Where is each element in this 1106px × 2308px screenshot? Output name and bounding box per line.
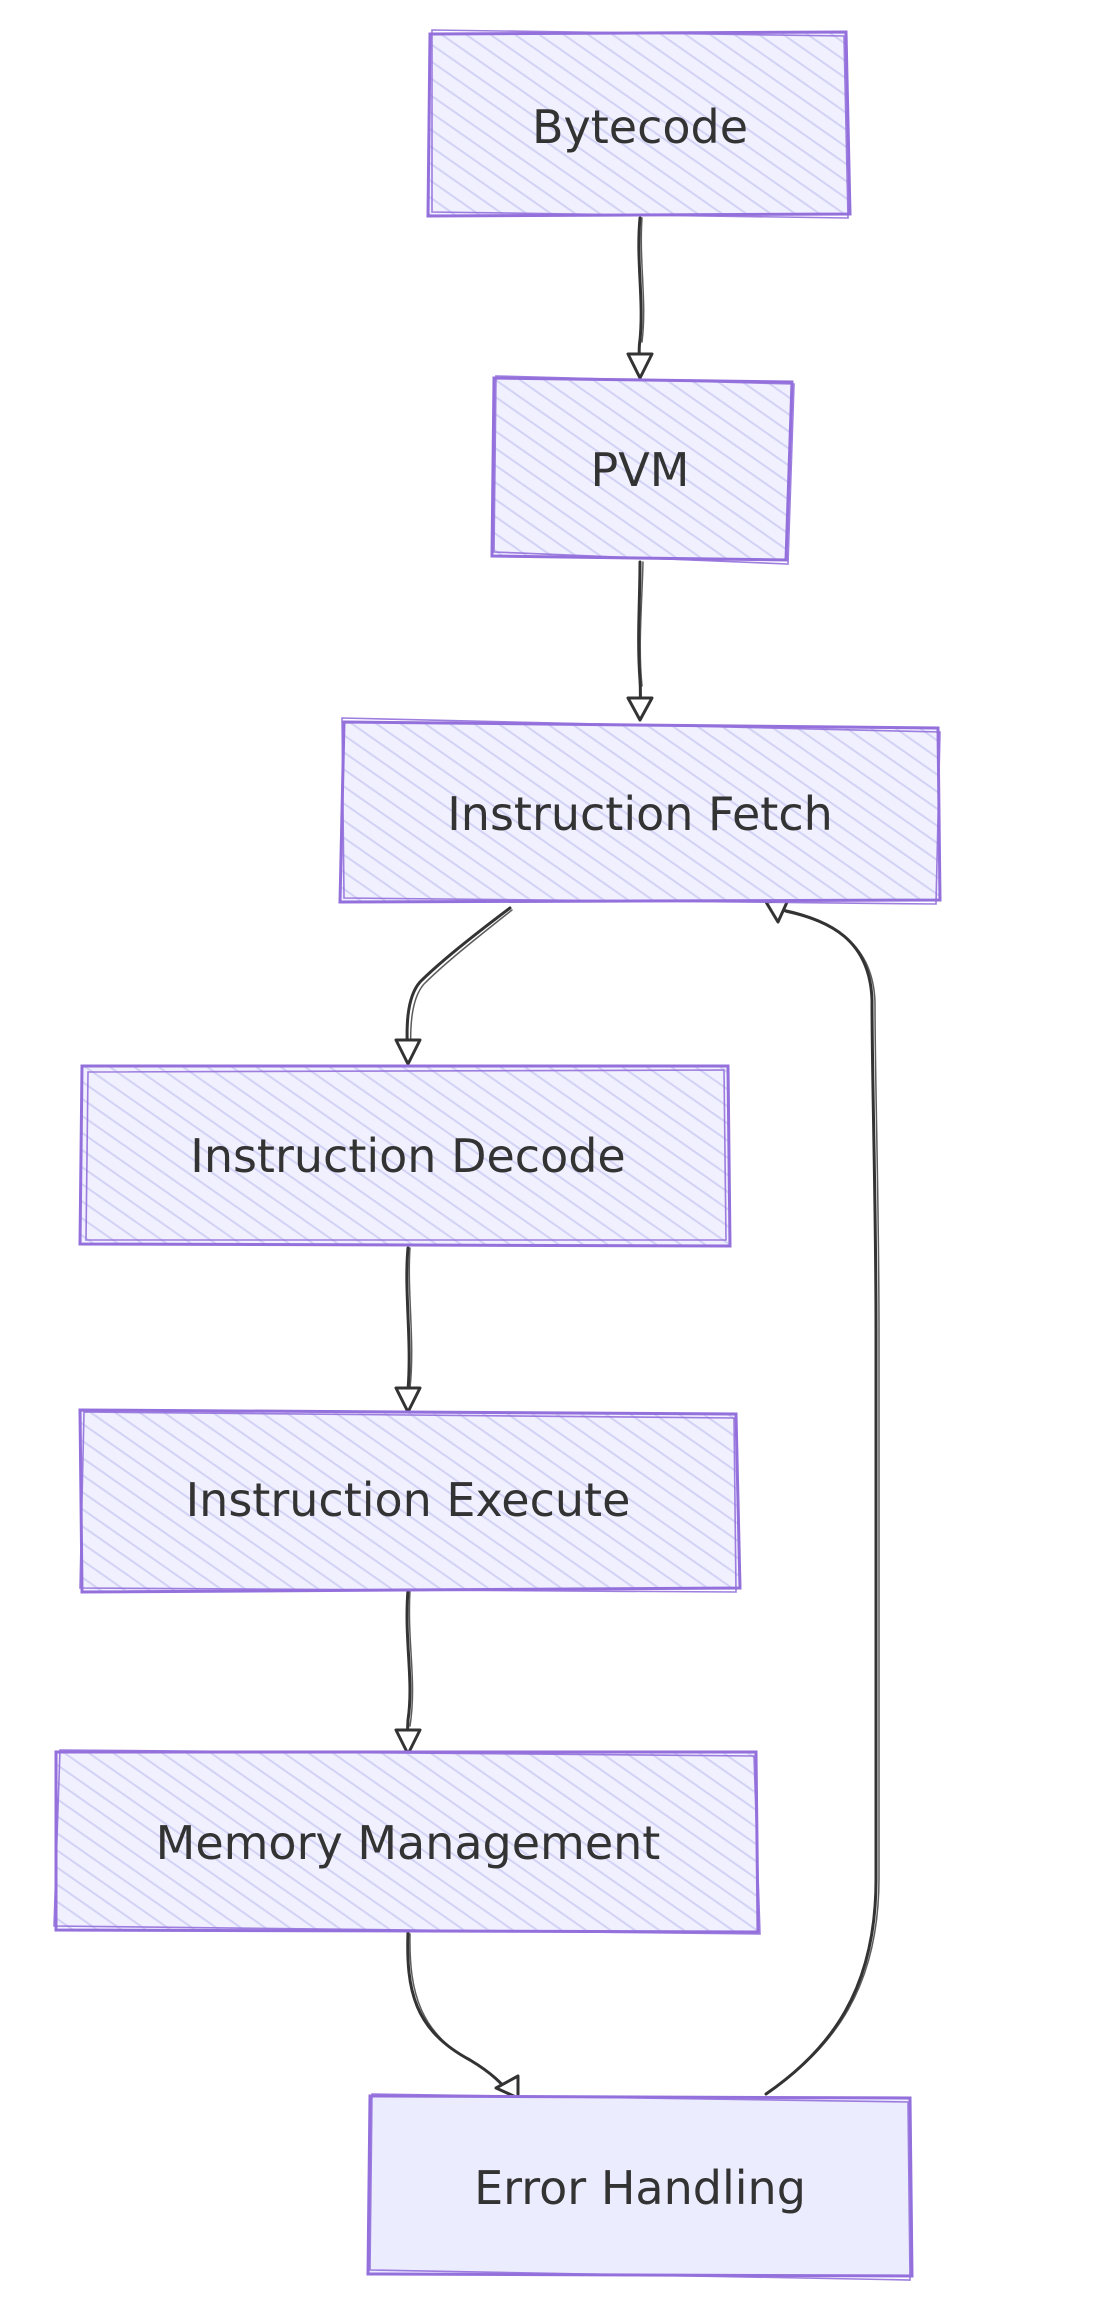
node-bytecode[interactable]: Bytecode (426, 29, 852, 219)
edge-memory-to-error (406, 1930, 520, 2100)
arrowhead-icon (394, 1728, 422, 1756)
nodes: Bytecode PVM Instruction Fetch Instructi… (53, 29, 942, 2281)
node-error-handling[interactable]: Error Handling (366, 2093, 914, 2281)
edge-decode-to-execute (394, 1246, 422, 1414)
node-pvm[interactable]: PVM (490, 375, 795, 565)
node-label: PVM (591, 443, 690, 497)
arrowhead-icon (394, 1038, 422, 1066)
arrowhead-icon (626, 352, 654, 380)
node-label: Instruction Fetch (447, 787, 833, 841)
node-instruction-fetch[interactable]: Instruction Fetch (338, 717, 942, 905)
edge-bytecode-to-pvm (626, 216, 654, 380)
edges (394, 216, 880, 2100)
arrowhead-icon (494, 2074, 520, 2100)
edge-error-to-fetch (764, 898, 880, 2096)
edge-fetch-to-decode (394, 906, 513, 1066)
node-label: Instruction Execute (186, 1473, 631, 1527)
node-label: Instruction Decode (190, 1129, 625, 1183)
arrowhead-icon (626, 696, 654, 722)
node-instruction-execute[interactable]: Instruction Execute (78, 1408, 742, 1594)
node-label: Bytecode (532, 100, 748, 154)
node-label: Error Handling (474, 2161, 806, 2215)
arrowhead-icon (394, 1386, 422, 1414)
node-instruction-decode[interactable]: Instruction Decode (78, 1064, 732, 1248)
edge-execute-to-memory (394, 1588, 422, 1756)
node-label: Memory Management (156, 1816, 661, 1870)
node-memory-management[interactable]: Memory Management (53, 1749, 761, 1935)
edge-pvm-to-fetch (626, 560, 654, 722)
